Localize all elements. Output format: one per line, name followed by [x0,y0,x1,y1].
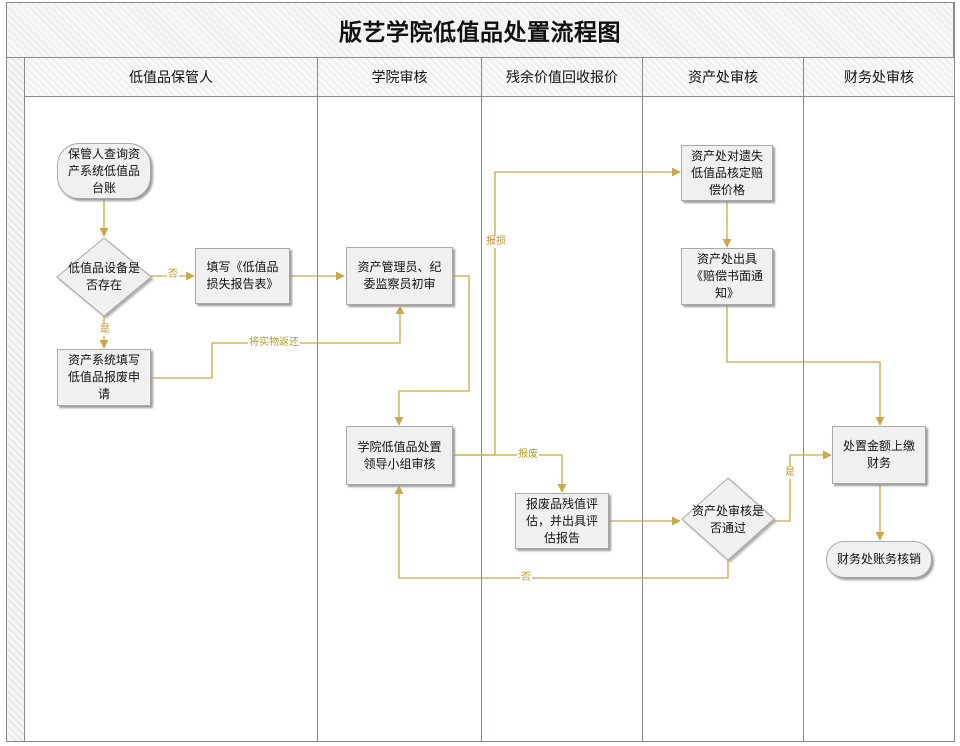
diagram-title: 版艺学院低值品处置流程图 [339,19,621,46]
node-fill-loss-form: 填写《低值品损失报告表》 [195,248,290,304]
node-asset-office-price: 资产处对遗失低值品核定赔偿价格 [681,145,773,201]
frame-border [6,741,954,742]
edge-label-loss-report: 报损 [485,236,507,248]
node-residual-eval: 报废品残值评估，并出具评估报告 [515,493,609,549]
node-group-review: 学院低值品处置领导小组审核 [346,426,453,485]
edge-label-return-item: 将实物返还 [248,337,300,349]
node-exists-decision: 低值品设备是否存在 [67,261,140,292]
lane-header-custodian: 低值品保管人 [25,58,317,97]
node-write-off: 财务处账务核销 [826,541,932,578]
node-asset-approve-decision: 资产处审核是否通过 [692,504,765,535]
node-custodian-query: 保管人查询资产系统低值品台账 [57,143,151,199]
lane-divider [481,58,482,742]
lane-header-college-review: 学院审核 [318,58,481,97]
edge-decision-rejected [394,485,729,579]
lane-divider [317,58,318,742]
edge-group-scrap [453,454,567,493]
edge-label-approved: 是 [784,467,796,479]
node-pay-finance: 处置金额上缴财务 [832,426,926,484]
edge-review-to-group [394,275,470,426]
edge-group-loss [453,167,681,456]
edge-label-yes: 是 [99,324,111,336]
lane-header-asset-office: 资产处审核 [643,58,803,97]
edge-apply-to-review [151,305,405,379]
node-initial-review: 资产管理员、纪委监察员初审 [346,247,453,305]
node-issue-notice: 资产处出具《赔偿书面通知》 [681,248,773,305]
edge-label-no: 否 [167,269,179,281]
lane-header-finance: 财务处审核 [804,58,954,97]
edge-notice-to-finance [726,306,885,426]
lane-header-residual-value: 残余价值回收报价 [482,58,642,97]
frame-border [954,2,955,742]
lane-divider [642,58,643,742]
edge-decision-approved [774,450,832,522]
edge-label-rejected: 否 [520,572,532,584]
node-apply-scrap: 资产系统填写低值品报废申请 [57,349,151,406]
lane-divider [803,58,804,742]
edge-label-scrap: 报废 [517,449,539,461]
title-bar: 版艺学院低值品处置流程图 [6,2,954,58]
